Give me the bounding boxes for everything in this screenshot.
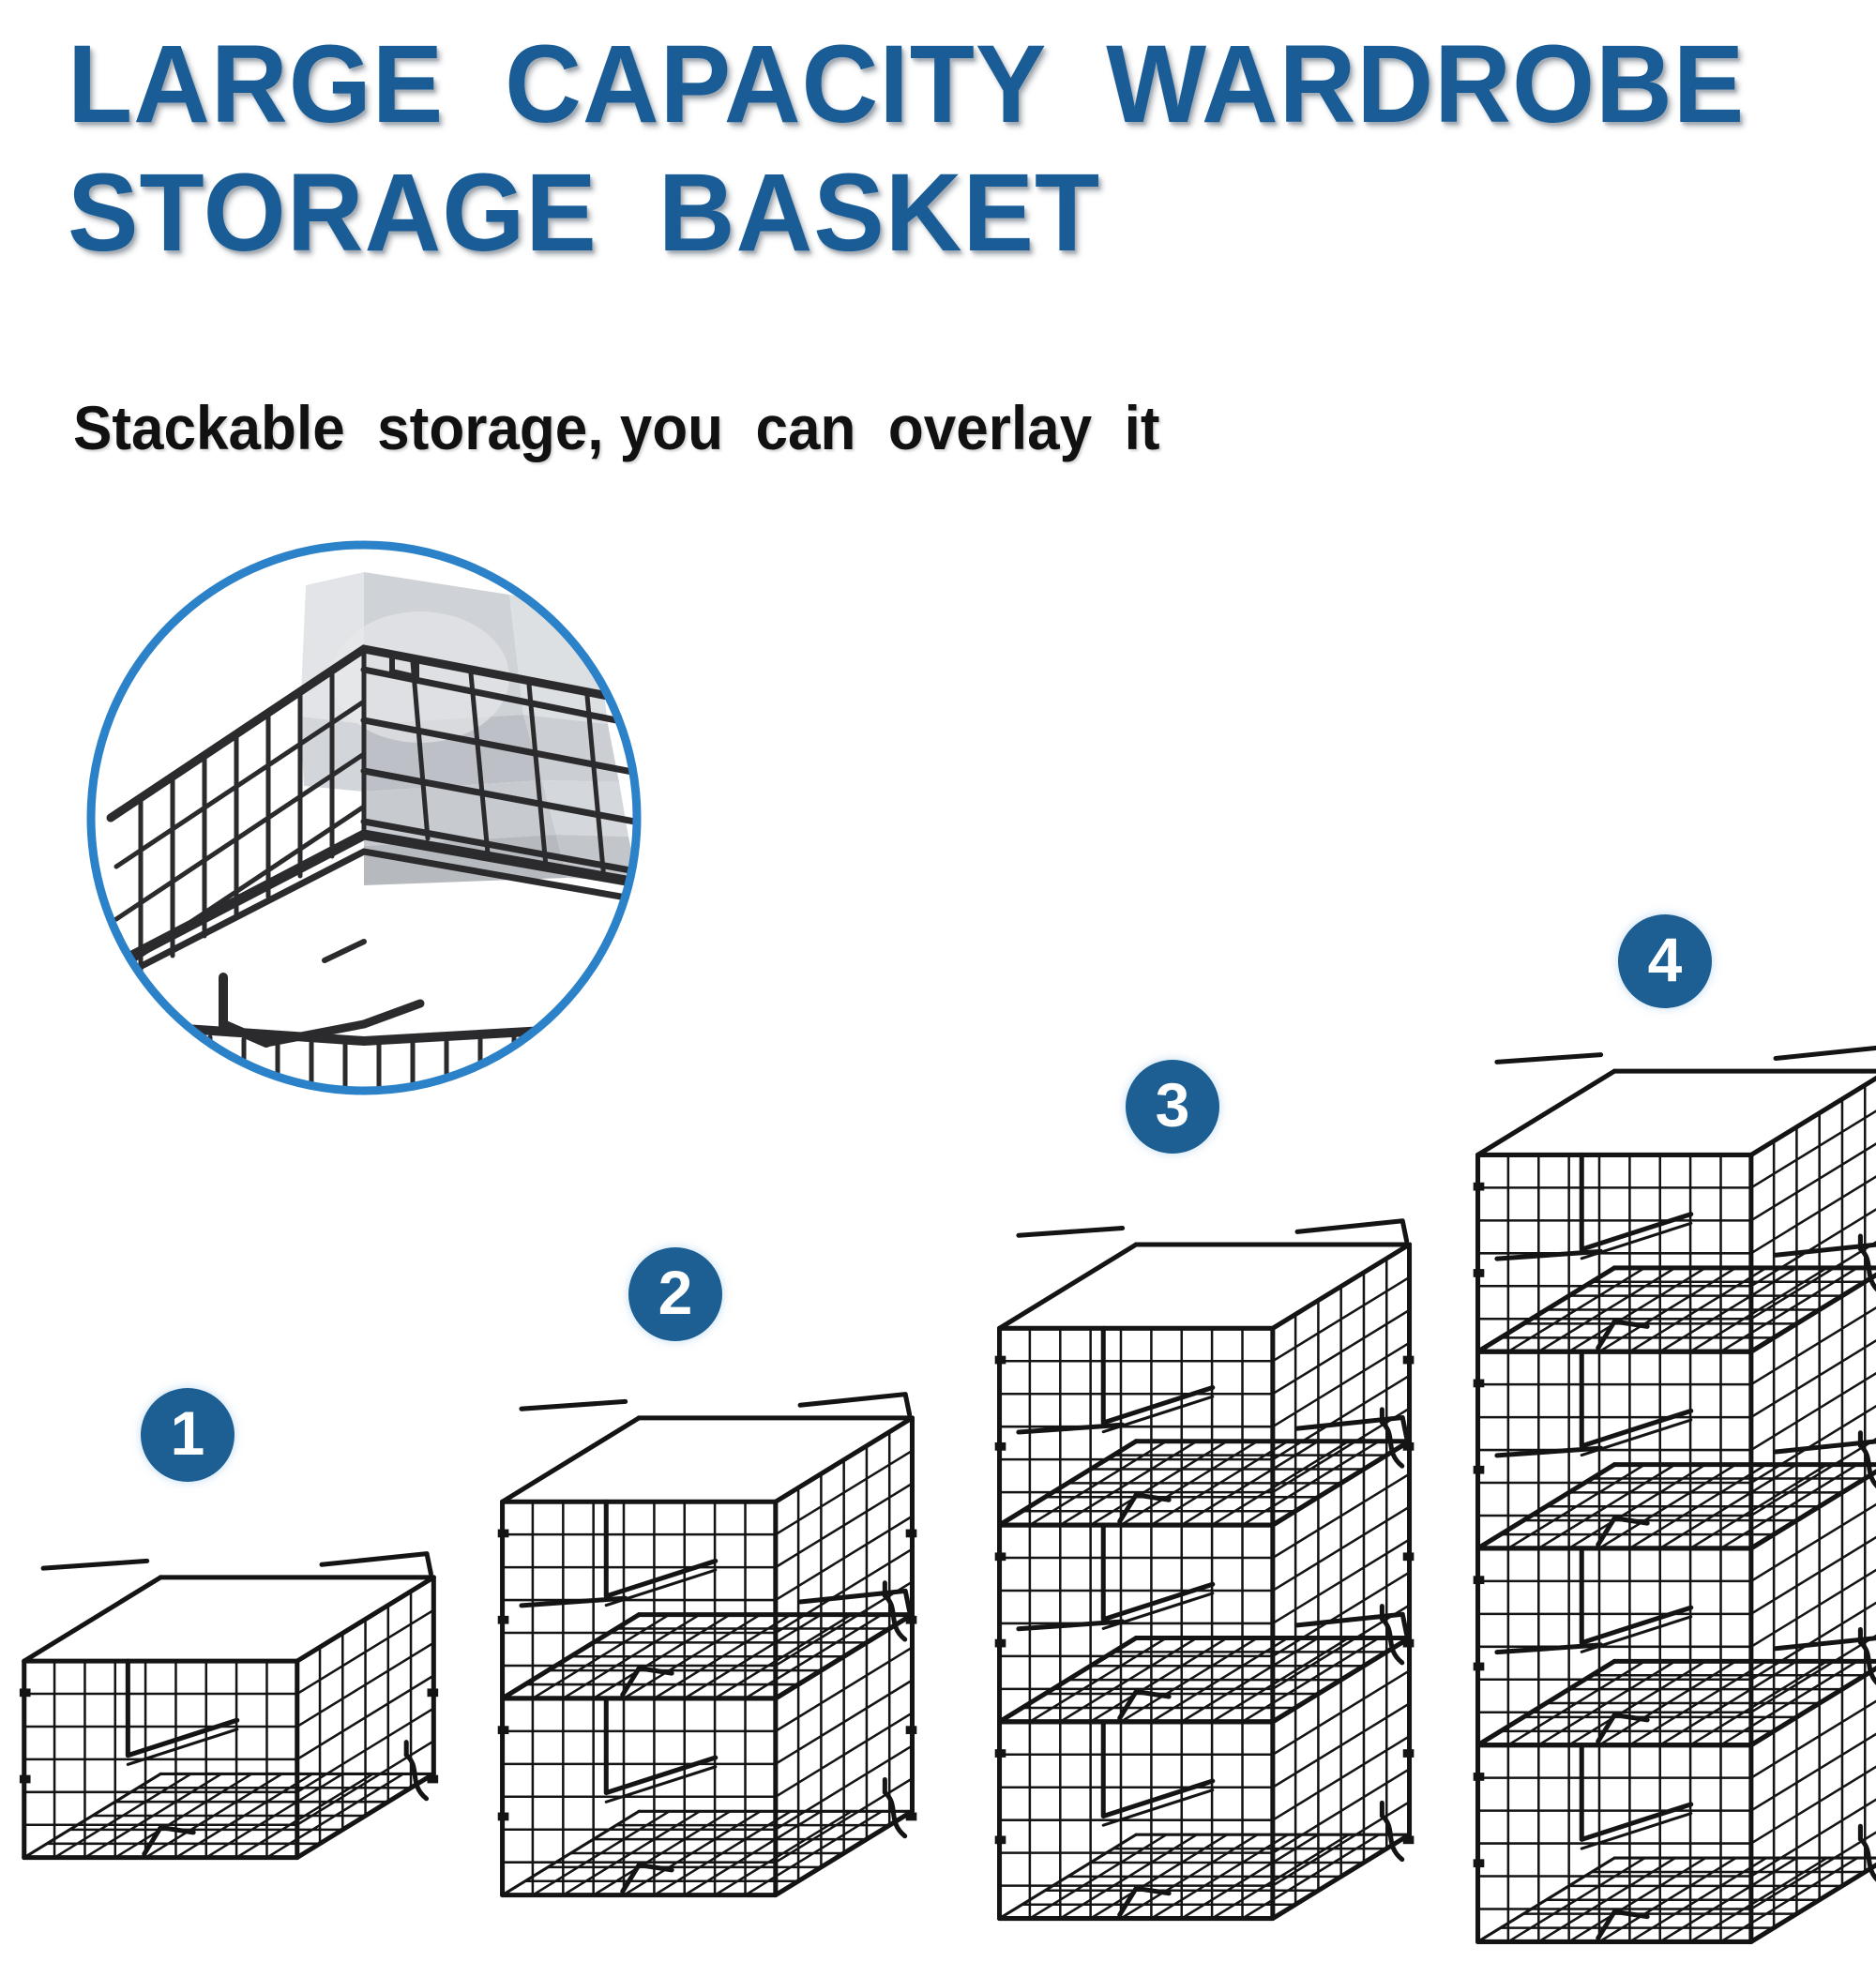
step-badge-2: 2 [628, 1247, 722, 1341]
step-badge-label: 4 [1647, 925, 1683, 994]
basket-tier [994, 1414, 1415, 1725]
step-badge-label: 1 [170, 1398, 205, 1468]
basket-stack-4-tier: .mesh { fill:none; stroke:#141414; strok… [1463, 1036, 1876, 1962]
detail-inset-circle [83, 536, 645, 1099]
infographic-page: LARGE CAPACITY WARDROBE STORAGE BASKET S… [9, 21, 1876, 1944]
basket-tier [1473, 1242, 1876, 1551]
basket-tier [497, 1392, 917, 1701]
basket-tier [994, 1218, 1415, 1528]
basket-tier [497, 1588, 917, 1898]
basket-tier [994, 1611, 1415, 1922]
step-badge-3: 3 [1126, 1060, 1219, 1154]
basket-stack-svg: .mesh { fill:none; stroke:#141414; strok… [994, 1218, 1415, 1922]
page-subtitle: Stackable storage, you can overlay it [73, 393, 1160, 462]
basket-stack-1-tier: .mesh { fill:none; stroke:#141414; strok… [9, 1543, 450, 1878]
basket-stack-svg: .mesh { fill:none; stroke:#141414; strok… [1473, 1045, 1876, 1944]
basket-tier [19, 1551, 439, 1861]
step-badge-label: 3 [1155, 1070, 1190, 1139]
folded-cloth-graphic [300, 572, 637, 885]
detail-inset-ring [86, 540, 642, 1095]
step-badge-1: 1 [141, 1388, 234, 1482]
upper-basket-wireframe [103, 644, 637, 1048]
basket-tier [1473, 1439, 1876, 1748]
page-title-line-1: LARGE CAPACITY WARDROBE [68, 23, 1746, 146]
headline-block: LARGE CAPACITY WARDROBE STORAGE BASKET [68, 21, 1831, 278]
basket-stack-svg: .mesh { fill:none; stroke:#141414; strok… [19, 1551, 439, 1861]
basket-tier [1473, 1636, 1876, 1944]
detail-inset-svg [86, 540, 642, 1095]
basket-stack-3-tier: .mesh { fill:none; stroke:#141414; strok… [985, 1210, 1426, 1939]
step-badge-4: 4 [1618, 914, 1712, 1008]
page-title-line-2: STORAGE BASKET [68, 150, 1101, 275]
step-badge-label: 2 [658, 1258, 693, 1327]
basket-stack-2-tier: .mesh { fill:none; stroke:#141414; strok… [488, 1383, 929, 1915]
basket-stack-svg: .mesh { fill:none; stroke:#141414; strok… [497, 1392, 917, 1898]
basket-tier [1473, 1045, 1876, 1354]
